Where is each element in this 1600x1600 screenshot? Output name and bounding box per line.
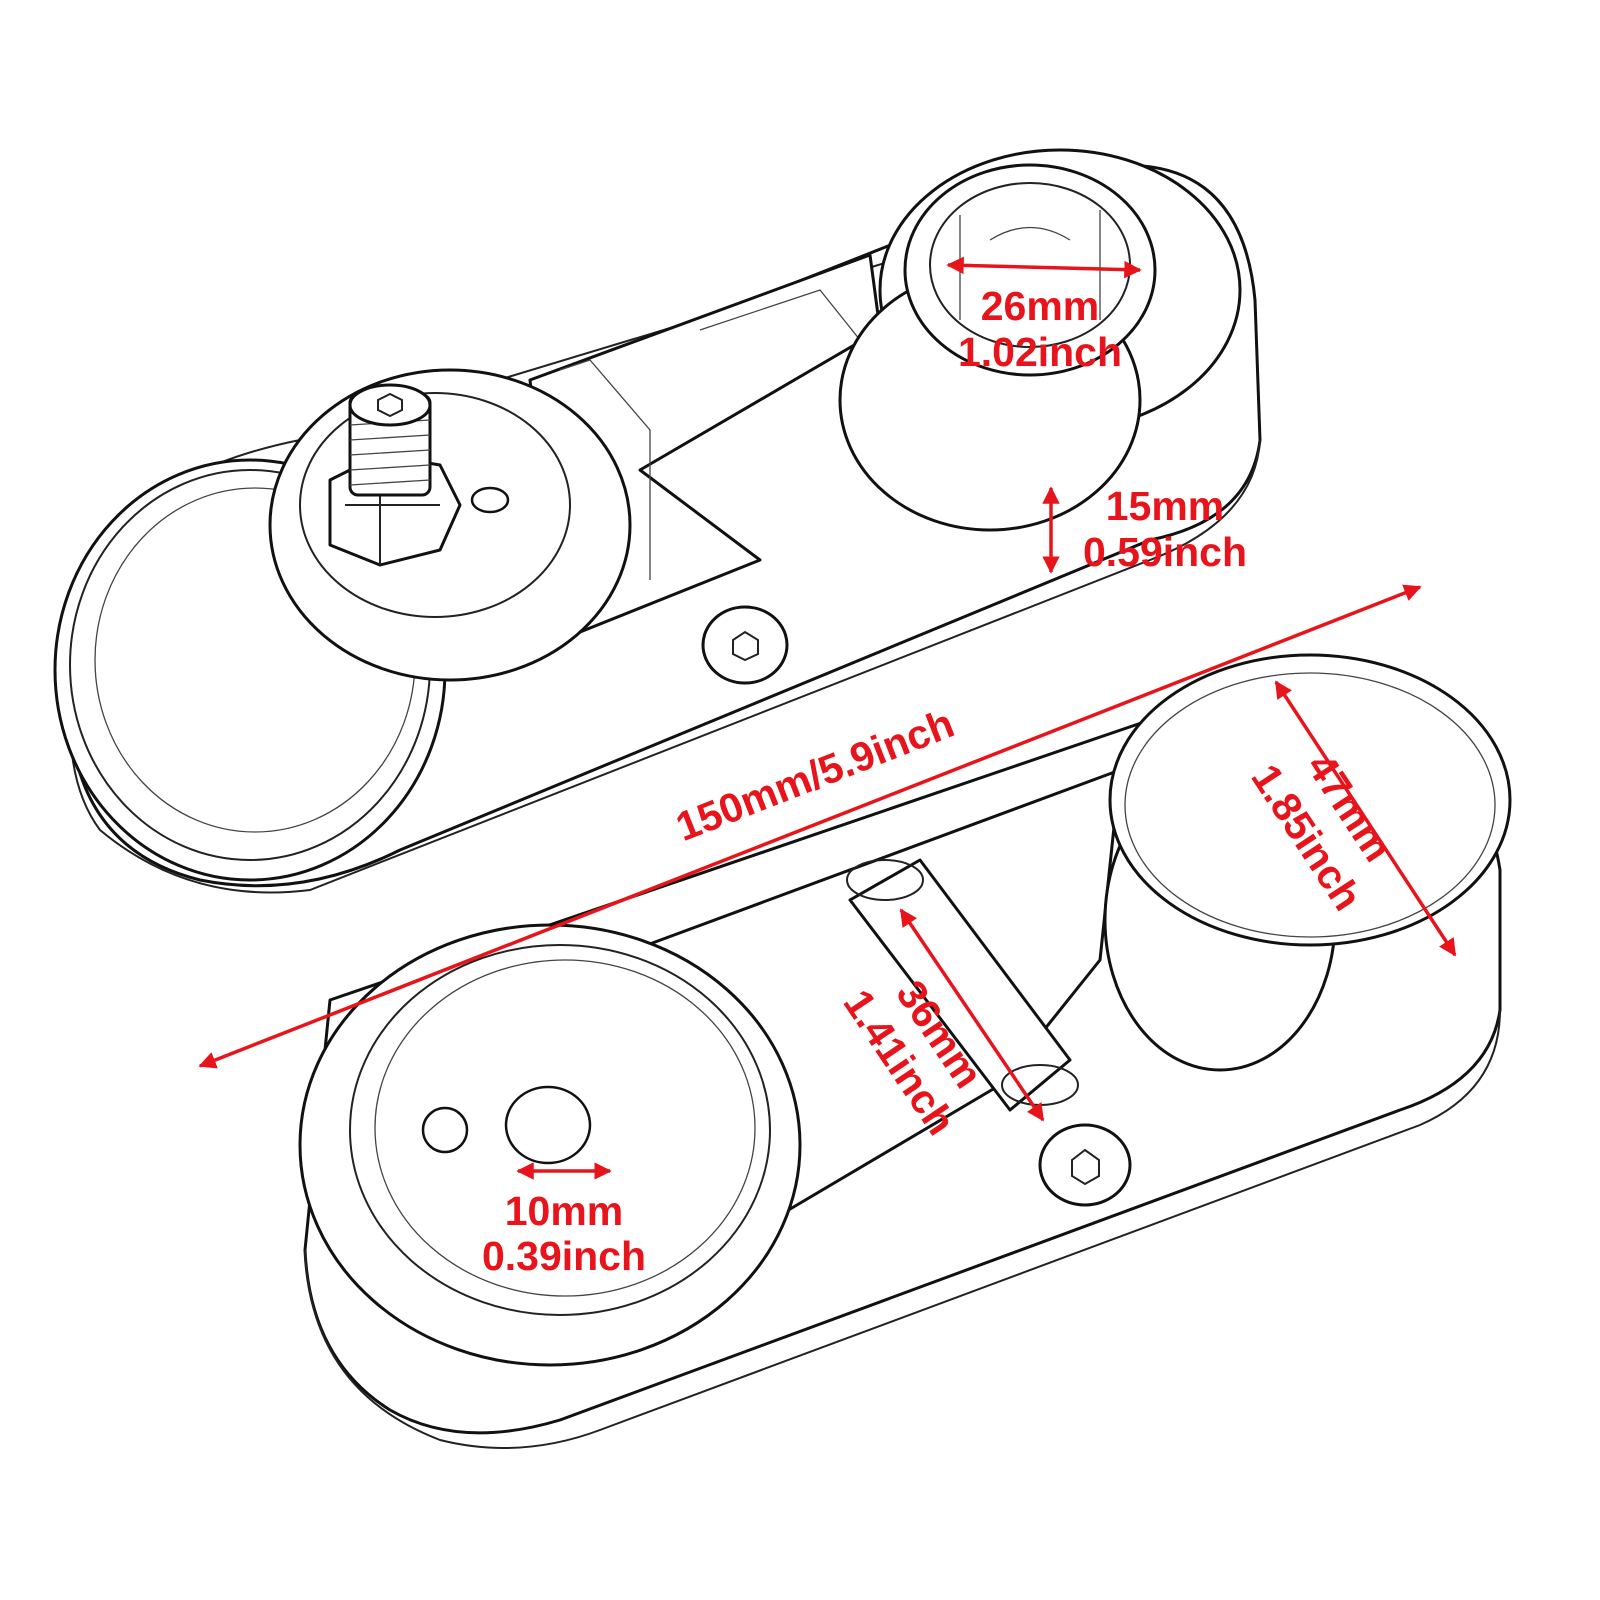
lower-side-screw xyxy=(1038,1123,1132,1207)
hole-inch-label: 0.39inch xyxy=(482,1233,646,1279)
thickness-inch-label: 0.59inch xyxy=(1083,529,1247,575)
hole-mm-label: 10mm xyxy=(505,1188,624,1234)
thickness-mm-label: 15mm xyxy=(1106,483,1225,529)
upper-side-screw xyxy=(701,605,789,685)
dimension-small-hole: 10mm 0.39inch xyxy=(482,1162,646,1279)
dimension-bore: 26mm 1.02inch xyxy=(946,256,1142,375)
bore-inch-label: 1.02inch xyxy=(958,329,1122,375)
bore-mm-label: 26mm xyxy=(981,283,1100,329)
dimension-thickness: 15mm 0.59inch xyxy=(1042,483,1247,575)
small-hole xyxy=(421,1106,469,1154)
slot-hole xyxy=(504,1085,592,1165)
